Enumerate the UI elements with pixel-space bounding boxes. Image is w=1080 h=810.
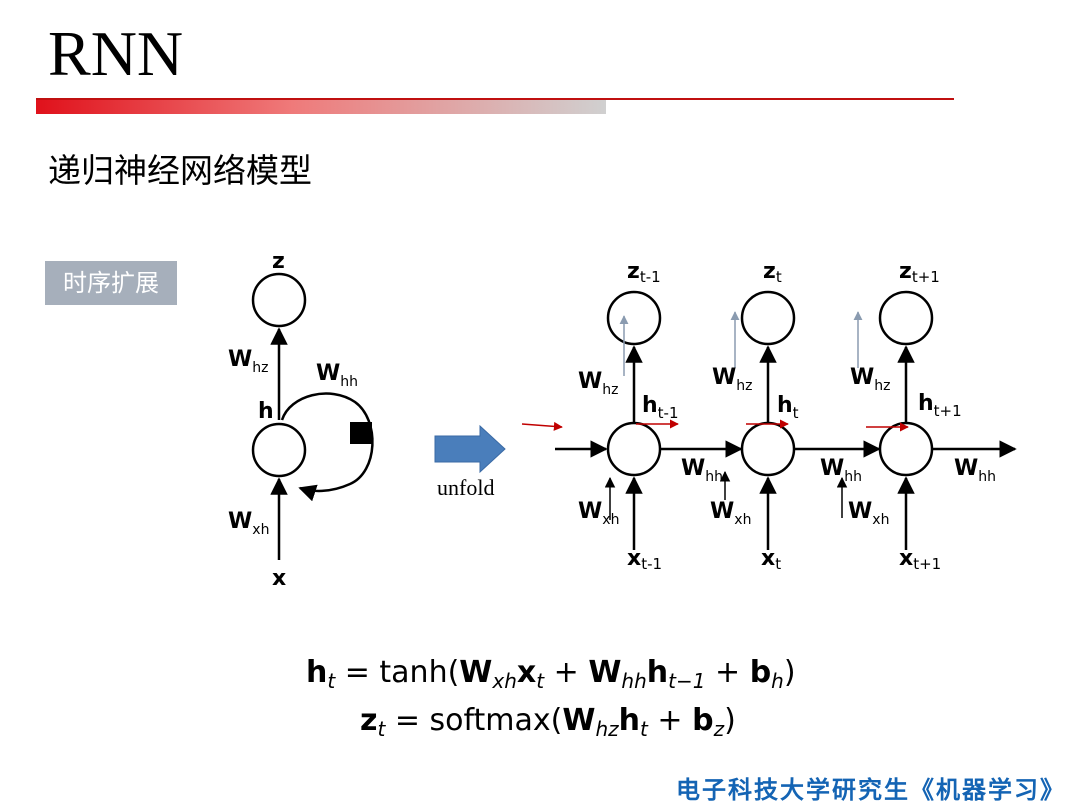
hidden-node <box>878 421 934 477</box>
folded-x-label: x <box>272 566 286 591</box>
equations: ht = tanh(Wxhxt + Whhht−1 + bh) zt = sof… <box>306 655 796 741</box>
step-t-plus-1: zt+1 Whz ht+1 Whh Wxh xt+1 Whh <box>820 259 996 573</box>
folded-wxh-label: Wxh <box>228 509 269 538</box>
x-t-plus-1-label: xt+1 <box>899 546 941 573</box>
step-t-minus-1: zt-1 Whz ht-1 Wxh xt-1 <box>521 259 679 573</box>
unfold-arrow: unfold <box>434 424 506 500</box>
wxh-label: Wxh <box>710 499 751 528</box>
unfold-arrow-icon <box>434 424 506 474</box>
hidden-node <box>740 421 796 477</box>
z-t-plus-1-label: zt+1 <box>899 259 940 286</box>
whh-label: Whh <box>820 456 862 485</box>
course-footer: 电子科技大学研究生《机器学习》 <box>676 775 1066 804</box>
x-t-label: xt <box>761 546 781 573</box>
z-t-label: zt <box>763 259 782 286</box>
equation-output: zt = softmax(Whzht + bz) <box>360 703 736 741</box>
title-rule-line <box>36 98 954 100</box>
whz-label: Whz <box>578 369 619 398</box>
unfold-label: unfold <box>437 475 494 500</box>
step-t: zt Whz ht Whh Wxh xt <box>681 259 799 573</box>
output-node <box>606 290 662 346</box>
delay-square-icon <box>350 422 372 444</box>
wxh-label: Wxh <box>848 499 889 528</box>
whz-label: Whz <box>712 365 753 394</box>
slide-subtitle: 递归神经网络模型 <box>48 151 312 190</box>
unfolded-rnn: zt-1 Whz ht-1 Wxh xt-1 zt Whz ht Whh <box>521 259 1017 573</box>
hidden-node <box>606 421 662 477</box>
folded-z-label: z <box>272 249 285 274</box>
folded-whh-label: Whh <box>316 361 358 390</box>
folded-whz-label: Whz <box>228 347 269 376</box>
whh-out-label: Whh <box>954 456 996 485</box>
h-t-label: ht <box>777 393 799 422</box>
h-t-minus-1-label: ht-1 <box>642 393 679 422</box>
folded-h-label: h <box>258 399 274 424</box>
whz-label: Whz <box>850 365 891 394</box>
slide-title: RNN <box>48 18 184 89</box>
x-t-minus-1-label: xt-1 <box>627 546 662 573</box>
folded-output-node <box>251 272 307 328</box>
title-rule-bar <box>36 100 606 114</box>
wxh-label: Wxh <box>578 499 619 528</box>
equation-hidden-state: ht = tanh(Wxhxt + Whhht−1 + bh) <box>306 655 796 693</box>
folded-rnn: z Whz h Whh Wxh x <box>228 249 374 591</box>
output-node <box>740 290 796 346</box>
folded-hidden-node <box>251 422 307 478</box>
red-flow-arrow <box>521 421 563 431</box>
output-node <box>878 290 934 346</box>
whh-label: Whh <box>681 456 723 485</box>
folded-recurrent-loop <box>280 392 374 502</box>
z-t-minus-1-label: zt-1 <box>627 259 661 286</box>
section-tag: 时序扩展 <box>45 261 177 305</box>
h-t-plus-1-label: ht+1 <box>918 391 962 420</box>
